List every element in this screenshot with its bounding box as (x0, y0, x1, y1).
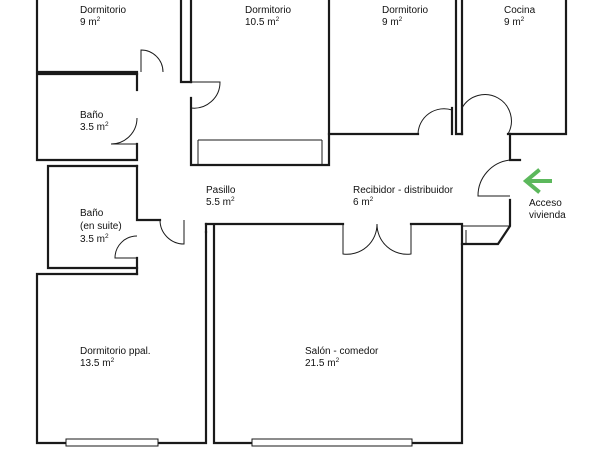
label-entrance: Acceso (529, 198, 562, 209)
window-master (65, 438, 159, 447)
label-hallway: Pasillo (206, 185, 236, 196)
wall-entry-upper (508, 132, 522, 162)
door-living-left[interactable] (342, 223, 378, 255)
entrance-arrow-icon (522, 168, 552, 194)
label-master-bedroom-area: 13.5 m2 (80, 357, 115, 369)
door-living-right[interactable] (376, 223, 412, 255)
label-living-room: Salón - comedor (305, 346, 379, 357)
label-bedroom-3-area: 9 m2 (382, 16, 403, 28)
label-hall: Recibidor - distribuidor (353, 185, 454, 196)
label-bedroom-2: Dormitorio (245, 5, 292, 16)
wall-master (35, 230, 208, 445)
label-bathroom-1-area: 3.5 m2 (80, 121, 109, 133)
door-bedroom-1[interactable] (140, 49, 164, 73)
window-living (251, 438, 413, 447)
doors (110, 49, 512, 259)
wall-bedroom-2-closet (189, 0, 331, 167)
entry-step (462, 225, 510, 244)
label-bathroom-2-area: 3.5 m2 (80, 233, 109, 245)
wall-bathroom-2-right (135, 164, 162, 222)
door-entrance[interactable] (477, 159, 511, 197)
label-kitchen-area: 9 m2 (504, 16, 525, 28)
label-master-bedroom: Dormitorio ppal. (80, 346, 151, 357)
label-bedroom-2-area: 10.5 m2 (245, 16, 280, 28)
wall-bathroom-2 (46, 164, 139, 270)
door-bathroom-2[interactable] (114, 235, 138, 259)
door-kitchen[interactable] (461, 94, 512, 135)
door-bedroom-3[interactable] (417, 108, 453, 135)
closet-line (197, 139, 323, 165)
entrance-arrow (522, 168, 552, 194)
door-master[interactable] (159, 219, 185, 245)
label-bedroom-1-area: 9 m2 (80, 16, 101, 28)
windows (65, 438, 413, 447)
wall-entry-lower (460, 198, 512, 246)
label-hallway-area: 5.5 m2 (206, 196, 235, 208)
label-living-room-area: 21.5 m2 (305, 357, 340, 369)
wall-bedroom-3-right (454, 0, 464, 136)
label-bedroom-1: Dormitorio (80, 5, 127, 16)
wall-kitchen-bottom (506, 0, 568, 136)
room-labels: Dormitorio 9 m2 Dormitorio 10.5 m2 Dormi… (80, 5, 566, 369)
wall-living (204, 222, 464, 445)
door-bedroom-2[interactable] (190, 81, 221, 109)
wall-bedroom-1-right (179, 0, 193, 84)
door-bathroom-1[interactable] (110, 117, 138, 145)
label-hall-area: 6 m2 (353, 196, 374, 208)
label-bathroom-2-suite: (en suite) (80, 221, 122, 232)
label-bedroom-3: Dormitorio (382, 5, 429, 16)
wall-bedroom-1 (35, 0, 139, 74)
label-kitchen: Cocina (504, 5, 536, 16)
label-bathroom-1: Baño (80, 110, 104, 121)
label-entrance-2: vivienda (529, 210, 566, 221)
label-bathroom-2: Baño (80, 208, 104, 219)
wall-bathroom-1 (35, 72, 139, 162)
